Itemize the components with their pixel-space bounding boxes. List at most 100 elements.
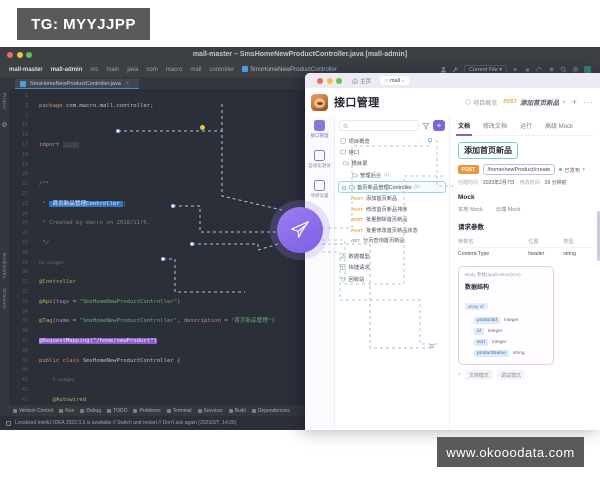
- close-icon[interactable]: ×: [458, 372, 461, 378]
- close-window-button[interactable]: [7, 51, 13, 58]
- breadcrumb-class[interactable]: SmsHomeNewProductController: [238, 66, 341, 73]
- status-item[interactable]: Debug: [80, 408, 101, 414]
- page-title: 接口管理: [334, 97, 380, 109]
- tab-run[interactable]: 运行: [520, 124, 533, 130]
- close-icon[interactable]: ×: [385, 77, 388, 84]
- modified-time-value: 29 分钟前: [544, 180, 567, 186]
- browser-tab-mall[interactable]: × mall ▾: [380, 76, 410, 85]
- browser-tab-home[interactable]: 主页: [347, 75, 376, 86]
- params-table-header: 参数名 位置 类型: [458, 235, 593, 247]
- breadcrumb-project[interactable]: mall-master: [9, 66, 43, 73]
- gear-icon[interactable]: [572, 66, 579, 73]
- debug-icon[interactable]: [524, 66, 531, 73]
- add-tab-button[interactable]: +: [571, 97, 577, 107]
- status-item[interactable]: Dependencies: [251, 408, 290, 414]
- search-input[interactable]: [350, 122, 415, 129]
- detail-scrollbar[interactable]: [597, 211, 600, 261]
- commit-icon[interactable]: [1, 121, 8, 128]
- window-traffic-lights[interactable]: [0, 51, 32, 58]
- tree-api-item[interactable]: POST 批量修改首页新品状态: [335, 225, 449, 236]
- breadcrumb-macro[interactable]: macro: [165, 66, 183, 73]
- coverage-icon[interactable]: [536, 66, 543, 73]
- local-mock-link[interactable]: 本地 Mock: [458, 207, 483, 213]
- tool-window-project[interactable]: Project: [2, 93, 7, 110]
- breadcrumb-controller[interactable]: controller: [209, 66, 235, 73]
- breadcrumb-mall[interactable]: mall: [190, 66, 202, 73]
- tree-api-item[interactable]: GET 分页查询首页新品: [335, 236, 449, 247]
- chevron-down-icon[interactable]: ▾: [402, 78, 405, 83]
- send-plane-badge[interactable]: [277, 207, 323, 253]
- project-overview-button[interactable]: 项目概览: [465, 98, 497, 107]
- close-api-icon[interactable]: ×: [561, 98, 566, 106]
- tree-item-quick-request[interactable]: 快捷请求: [335, 262, 449, 273]
- breadcrumb-main[interactable]: main: [106, 66, 120, 73]
- data-structure-title: 数据结构: [465, 285, 490, 291]
- tree-api-item[interactable]: POST 添加首页新品: [335, 193, 449, 204]
- search-icon[interactable]: [560, 66, 567, 73]
- minimize-window-button[interactable]: [16, 51, 23, 58]
- breadcrumb-src[interactable]: src: [90, 66, 99, 73]
- wrench-icon[interactable]: [452, 66, 459, 73]
- breadcrumb-module[interactable]: mall-admin: [50, 66, 83, 73]
- breadcrumb-java[interactable]: java: [127, 66, 139, 73]
- api-url[interactable]: /home/newProduct/create: [482, 164, 556, 175]
- run-icon[interactable]: [512, 66, 519, 73]
- param-position-cell: header: [528, 250, 545, 257]
- app-left-rail: 接口管理 自动化测试 项目设置: [305, 116, 335, 430]
- tab-advanced-mock[interactable]: 高级 Mock: [545, 124, 574, 130]
- rail-item-automated-test[interactable]: 自动化测试: [305, 150, 334, 169]
- tree-item-data-model[interactable]: 数据模型 ·: [335, 250, 449, 261]
- browser-minimize-button[interactable]: [326, 77, 333, 84]
- tree-api-item[interactable]: POST 批量删除首页新品: [335, 214, 449, 225]
- cloud-mock-link[interactable]: 云端 Mock: [495, 207, 521, 213]
- tree-api-item-label: 分页查询首页新品: [363, 238, 405, 245]
- status-item[interactable]: Run: [59, 408, 74, 414]
- open-api-method: POST: [503, 99, 517, 105]
- browser-traffic-lights[interactable]: [310, 77, 342, 84]
- avatar[interactable]: [311, 93, 328, 111]
- status-item[interactable]: Terminal: [166, 408, 192, 414]
- editor-tab-active[interactable]: SmsHomeNewProductController.java ×: [15, 78, 140, 89]
- status-item[interactable]: Build: [228, 408, 246, 414]
- tab-document[interactable]: 文档: [455, 121, 473, 136]
- status-item[interactable]: TODO: [107, 408, 127, 414]
- close-tab-icon[interactable]: ×: [125, 80, 130, 87]
- search-box[interactable]: [339, 120, 419, 131]
- dont-ask-checkbox[interactable]: [6, 420, 11, 426]
- tree-item-recycle-bin[interactable]: 回收站: [335, 273, 449, 284]
- maximize-window-button[interactable]: [26, 51, 32, 58]
- open-api-chip[interactable]: POST 添加首页新品 ×: [503, 97, 566, 108]
- stop-icon[interactable]: [548, 66, 555, 73]
- tool-window-structure[interactable]: Structure: [2, 288, 7, 310]
- breadcrumb-com[interactable]: com: [146, 66, 158, 73]
- editor-fold-gutter[interactable]: ·······················: [31, 89, 39, 413]
- status-item[interactable]: Services: [197, 408, 223, 414]
- tree-item-admin-backend[interactable]: · 管理后台 (1): [335, 169, 449, 180]
- method-badge: POST: [351, 196, 363, 202]
- more-options-icon[interactable]: ···: [583, 97, 594, 107]
- rail-item-project-settings[interactable]: 项目设置: [305, 180, 334, 199]
- intention-bulb-icon[interactable]: [200, 125, 205, 130]
- tree-item-project-overview[interactable]: 项目概览: [335, 135, 449, 146]
- tab-edit-document[interactable]: 修改文档: [483, 124, 508, 130]
- tree-item-interfaces[interactable]: 接口 ·: [335, 146, 449, 157]
- add-api-button[interactable]: +: [433, 120, 445, 131]
- tool-window-bookmarks[interactable]: Bookmarks: [2, 253, 7, 279]
- tree-item-selected-controller[interactable]: · 首页新品管理Controller (5): [338, 180, 446, 194]
- filter-icon[interactable]: [422, 122, 430, 130]
- status-item-icon: [228, 408, 233, 413]
- debug-mode-chip[interactable]: 调试模式: [496, 370, 525, 380]
- tree-item-root-dir[interactable]: 根目录: [335, 158, 449, 169]
- status-item[interactable]: Version Control: [13, 408, 53, 414]
- user-icon[interactable]: [440, 66, 447, 73]
- browser-close-button[interactable]: [317, 77, 323, 84]
- tree-item-data-model-label: 数据模型: [348, 253, 370, 260]
- account-avatar-icon[interactable]: [584, 66, 591, 73]
- status-item[interactable]: Problems: [133, 408, 161, 414]
- document-mode-chip[interactable]: 文档模式: [464, 370, 493, 380]
- chevron-down-icon[interactable]: ▾: [582, 166, 585, 173]
- expand-caret-icon[interactable]: ·: [345, 172, 347, 178]
- tree-api-item[interactable]: POST 修改首页新品排序: [335, 204, 449, 215]
- browser-maximize-button[interactable]: [336, 77, 342, 84]
- rail-item-api-management[interactable]: 接口管理: [305, 120, 334, 139]
